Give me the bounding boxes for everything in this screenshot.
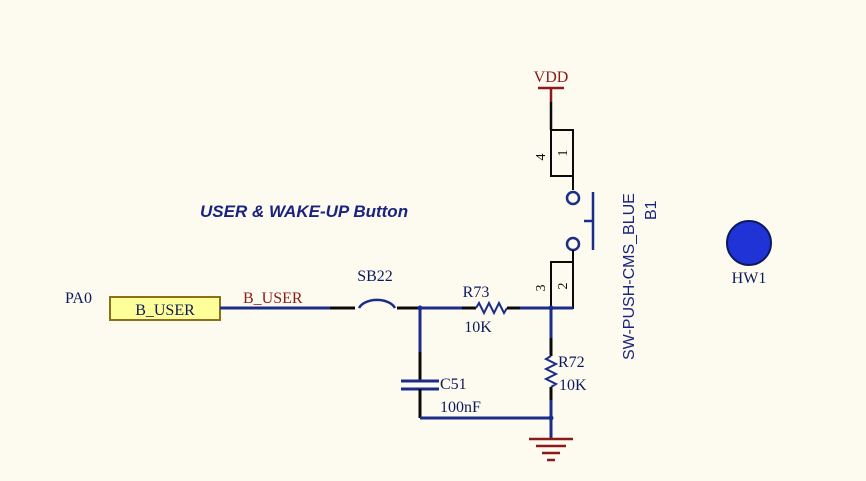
junction-dot: [548, 415, 554, 421]
switch-b1[interactable]: 1 4 2 3 SW-PUSH-CMS_BLUE B1: [534, 102, 660, 360]
vdd-power-symbol: VDD: [534, 69, 569, 102]
resistor-zigzag: [543, 355, 559, 388]
section-title: USER & WAKE-UP Button: [200, 202, 408, 221]
mount-hole-designator: HW1: [732, 270, 767, 287]
port-label: B_USER: [135, 302, 195, 319]
switch-pin-4: 4: [534, 154, 549, 161]
c51-value: 100nF: [440, 399, 481, 416]
resistor-r73[interactable]: R73 10K: [463, 284, 508, 336]
r72-value: 10K: [559, 377, 587, 394]
switch-pin-block-top: [550, 129, 574, 177]
net-label-b-user: B_USER: [243, 290, 303, 307]
mounting-hole-icon: [726, 220, 772, 266]
switch-designator: B1: [643, 200, 660, 220]
c51-designator: C51: [440, 376, 467, 393]
r73-designator: R73: [463, 284, 490, 301]
port-pa0[interactable]: PA0 B_USER: [65, 290, 221, 321]
jumper-designator: SB22: [357, 268, 393, 285]
switch-contact-top: [565, 190, 581, 206]
switch-part-number: SW-PUSH-CMS_BLUE: [621, 193, 638, 360]
vdd-label: VDD: [534, 69, 569, 86]
resistor-zigzag: [475, 300, 508, 316]
port-name: PA0: [65, 290, 92, 307]
r72-designator: R72: [558, 354, 585, 371]
resistor-r72[interactable]: R72 10K: [543, 354, 587, 394]
switch-pin-3: 3: [534, 285, 549, 292]
switch-pin-2: 2: [556, 283, 571, 290]
r73-value: 10K: [464, 319, 492, 336]
switch-pin-1: 1: [556, 150, 571, 157]
capacitor-c51[interactable]: C51 100nF: [401, 308, 481, 418]
mount-hole-hw1[interactable]: HW1: [726, 220, 772, 287]
jumper-arc: [357, 298, 397, 309]
jumper-sb22[interactable]: SB22: [357, 268, 397, 309]
ground-symbol: [529, 437, 573, 462]
